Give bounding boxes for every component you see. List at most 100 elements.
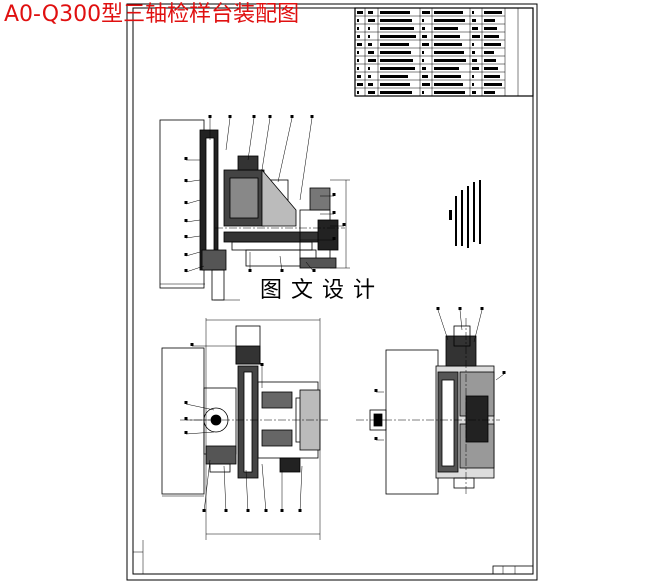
parts-list-entry-mark (368, 27, 370, 30)
callout-marker (184, 235, 188, 238)
parts-list-entry-mark (357, 59, 359, 62)
parts-list-entry-mark (434, 19, 465, 22)
plan-view (161, 318, 330, 540)
parts-list-entry-mark (422, 59, 424, 62)
callout-marker (260, 363, 264, 366)
parts-list-entry-mark (484, 11, 502, 14)
parts-list-entry-mark (422, 91, 424, 94)
drawing-title: A0-Q300型三轴检样台装配图 (4, 2, 300, 27)
parts-list-entry-mark (434, 83, 463, 86)
parts-list-table (354, 7, 534, 97)
parts-list-entry-mark (434, 27, 458, 30)
parts-list-entry-mark (380, 35, 416, 38)
callout-marker (342, 223, 346, 226)
parts-list-entry-mark (368, 19, 375, 22)
callout-marker (190, 343, 194, 346)
parts-list-entry-mark (472, 19, 476, 22)
parts-list-entry-mark (484, 51, 494, 54)
callout-marker (184, 431, 188, 434)
callout-marker (332, 193, 336, 196)
parts-list-entry-mark (434, 91, 465, 94)
parts-list-entry-mark (357, 75, 361, 78)
parts-list-entry-mark (357, 43, 362, 46)
technical-notes (449, 180, 481, 248)
parts-list-entry-mark (422, 75, 428, 78)
parts-list-entry-mark (368, 35, 370, 38)
parts-list-entry-mark (484, 59, 496, 62)
callout-marker (436, 307, 440, 310)
callout-marker (374, 437, 378, 440)
parts-list-entry-mark (484, 75, 500, 78)
callout-marker (184, 417, 188, 420)
parts-list-entry-mark (357, 19, 359, 22)
parts-list-entry-mark (380, 91, 412, 94)
callout-marker (248, 269, 252, 272)
parts-list-entry-mark (484, 91, 495, 94)
parts-list-entry-mark (472, 67, 479, 70)
sheet-inner-border (132, 7, 534, 575)
parts-list-entry-mark (357, 11, 363, 14)
callout-marker (290, 115, 294, 118)
parts-list-entry-mark (422, 11, 430, 14)
callout-marker (228, 115, 232, 118)
callout-marker (202, 509, 206, 512)
parts-list-entry-mark (380, 43, 409, 46)
sheet-outer-border (126, 3, 538, 581)
title-block (133, 540, 534, 575)
side-section-view (356, 307, 506, 495)
parts-list-entry-mark (380, 75, 408, 78)
parts-list-entry-mark (484, 27, 497, 30)
parts-list-entry-mark (472, 59, 477, 62)
front-section-view (159, 115, 350, 301)
callout-marker (208, 115, 212, 118)
callout-marker (312, 269, 316, 272)
parts-list-entry-mark (368, 11, 373, 14)
parts-list-entry-mark (380, 27, 414, 30)
parts-list-entry-mark (434, 35, 460, 38)
parts-list-entry-mark (357, 27, 359, 30)
parts-list-entry-mark (422, 19, 424, 22)
callout-marker (184, 219, 188, 222)
parts-list-entry-mark (484, 43, 501, 46)
callout-marker (298, 509, 302, 512)
parts-list-entry-mark (484, 35, 499, 38)
parts-list-entry-mark (422, 83, 430, 86)
parts-list-entry-mark (380, 11, 410, 14)
parts-list-entry-mark (434, 43, 462, 46)
parts-list-entry-mark (484, 67, 498, 70)
parts-list-entry-mark (368, 51, 374, 54)
parts-list-entry-mark (380, 83, 410, 86)
parts-list-entry-mark (357, 91, 359, 94)
parts-list-entry-mark (380, 19, 412, 22)
parts-list-entry-mark (357, 83, 363, 86)
parts-list-entry-mark (434, 67, 459, 70)
callout-marker (268, 115, 272, 118)
parts-list-entry-mark (422, 27, 425, 30)
callout-marker (184, 269, 188, 272)
parts-list-entry-mark (484, 83, 502, 86)
parts-list-entry-mark (472, 91, 476, 94)
callout-marker (264, 509, 268, 512)
parts-list-entry-mark (434, 51, 464, 54)
parts-list-entry-mark (472, 35, 480, 38)
parts-list-entry-mark (357, 67, 359, 70)
parts-list-entry-mark (434, 11, 463, 14)
parts-list-entry-mark (380, 59, 413, 62)
parts-list-entry-mark (484, 19, 495, 22)
parts-list-entry-mark (368, 43, 372, 46)
parts-list-entry-mark (434, 75, 461, 78)
callout-marker (480, 307, 484, 310)
parts-list-entry-mark (422, 67, 426, 70)
parts-list-entry-mark (422, 35, 427, 38)
parts-list-entry-mark (472, 83, 474, 86)
parts-list-entry-mark (368, 67, 370, 70)
callout-marker (184, 157, 188, 160)
callout-marker (374, 389, 378, 392)
parts-list-entry-mark (472, 11, 474, 14)
callout-marker (310, 115, 314, 118)
callout-marker (184, 253, 188, 256)
parts-list-entry-mark (357, 51, 359, 54)
callout-marker (280, 509, 284, 512)
callout-marker (458, 307, 462, 310)
